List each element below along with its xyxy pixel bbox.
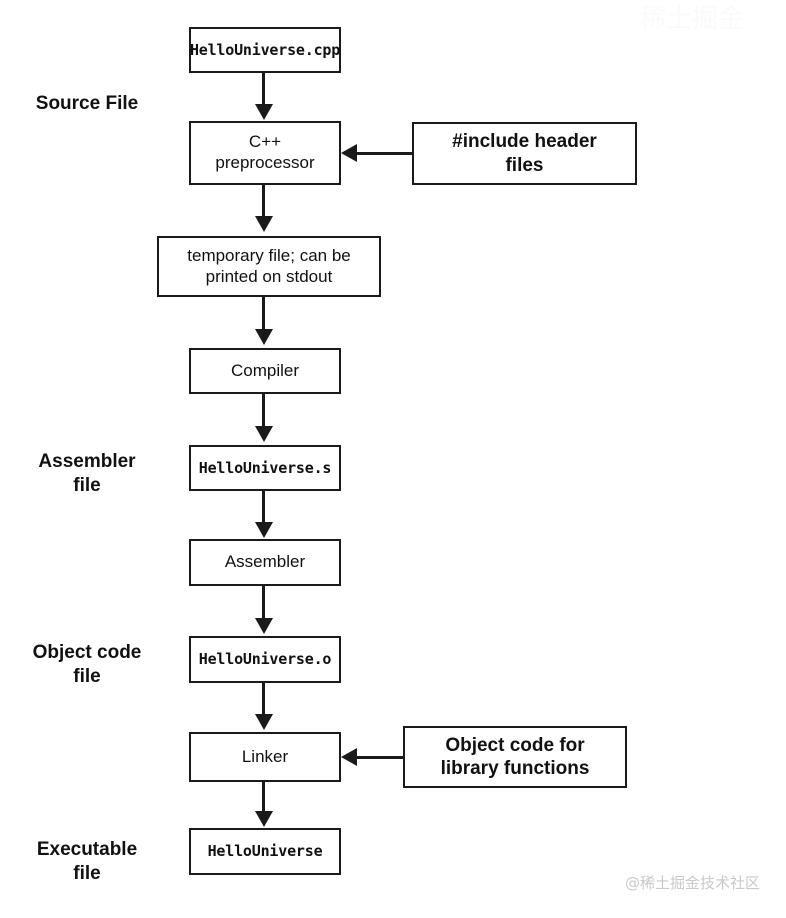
- arrowhead-compiler-to-assembly: [255, 426, 273, 442]
- arrowhead-library-to-linker: [341, 748, 357, 766]
- connector-linker-to-executable: [262, 782, 265, 814]
- arrowhead-assembly-to-assembler: [255, 522, 273, 538]
- connector-assembler-to-object: [262, 586, 265, 622]
- connector-temp-to-compiler: [262, 297, 265, 333]
- arrowhead-preprocessor-to-temp: [255, 216, 273, 232]
- arrowhead-include-to-preprocessor: [341, 144, 357, 162]
- arrowhead-source-to-preprocessor: [255, 104, 273, 120]
- connector-source-to-preprocessor: [262, 73, 265, 111]
- connector-preprocessor-to-temp: [262, 185, 265, 221]
- stage-label-object-code-file: Object code file: [32, 642, 142, 687]
- node-assembler[interactable]: Assembler: [189, 539, 341, 586]
- node-executable-file[interactable]: HelloUniverse: [189, 828, 341, 875]
- connector-include-to-preprocessor: [357, 152, 413, 155]
- watermark-top-right: 稀土掘金: [640, 4, 745, 34]
- stage-label-executable-file: Executable file: [36, 839, 138, 884]
- node-assembly-file[interactable]: HelloUniverse.s: [189, 445, 341, 491]
- node-object-file[interactable]: HelloUniverse.o: [189, 636, 341, 683]
- connector-assembly-to-assembler: [262, 491, 265, 527]
- node-include-header-files[interactable]: #include header files: [412, 122, 637, 185]
- node-temporary-file[interactable]: temporary file; can be printed on stdout: [157, 236, 381, 297]
- arrowhead-linker-to-executable: [255, 811, 273, 827]
- arrowhead-object-to-linker: [255, 714, 273, 730]
- node-library-object-code[interactable]: Object code for library functions: [403, 726, 627, 788]
- connector-object-to-linker: [262, 683, 265, 719]
- node-linker[interactable]: Linker: [189, 732, 341, 782]
- node-preprocessor[interactable]: C++ preprocessor: [189, 121, 341, 185]
- watermark-bottom-right: @稀土掘金技术社区: [625, 874, 761, 892]
- arrowhead-temp-to-compiler: [255, 329, 273, 345]
- node-source-file[interactable]: HelloUniverse.cpp: [189, 27, 341, 73]
- connector-compiler-to-assembly: [262, 394, 265, 430]
- stage-label-assembler-file: Assembler file: [38, 451, 136, 496]
- node-compiler[interactable]: Compiler: [189, 348, 341, 394]
- arrowhead-assembler-to-object: [255, 618, 273, 634]
- connector-library-to-linker: [357, 756, 404, 759]
- stage-label-source-file: Source File: [35, 93, 139, 114]
